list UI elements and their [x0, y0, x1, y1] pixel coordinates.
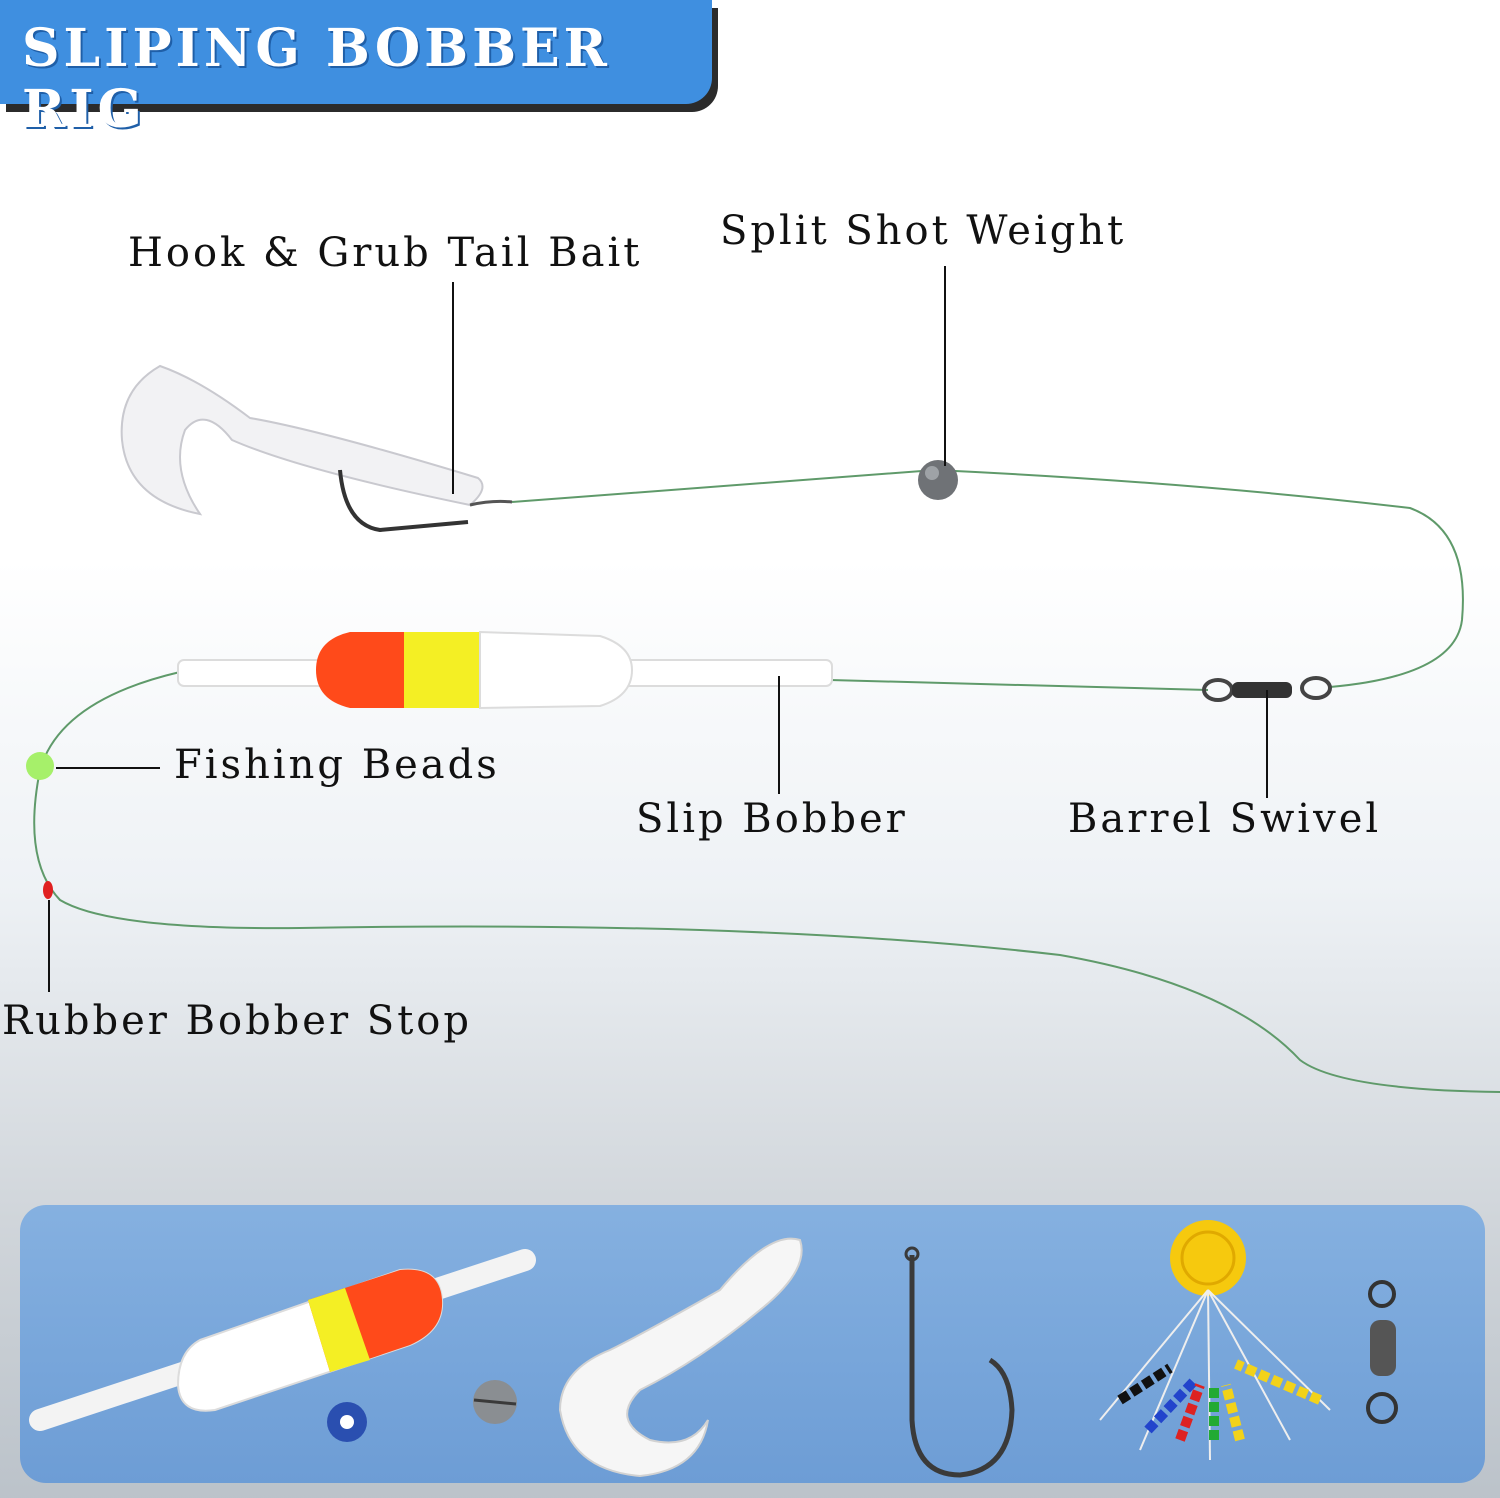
label-slip-bobber: Slip Bobber [636, 796, 908, 842]
leader-split-shot [944, 266, 946, 466]
panel-barrel-swivel-icon [1366, 1280, 1398, 1424]
panel-grub-icon [558, 1237, 803, 1478]
label-hook-bait: Hook & Grub Tail Bait [128, 230, 643, 276]
fishing-line-middle [829, 679, 1209, 691]
page-title: SLIPING BOBBER RIG [22, 18, 611, 140]
title-banner: SLIPING BOBBER RIG [0, 0, 712, 140]
leader-barrel-swivel [1266, 690, 1268, 798]
slip-bobber-icon [177, 630, 833, 710]
rubber-bobber-stop-icon [43, 881, 53, 899]
leader-hook-bait [452, 282, 454, 494]
label-barrel-swivel: Barrel Swivel [1068, 796, 1382, 842]
fishing-line-lower [33, 671, 1500, 1093]
grub-tail-bait-icon [120, 364, 513, 533]
fishing-bead-icon [26, 752, 54, 780]
panel-bobber-stops-icon [1099, 1220, 1331, 1461]
leader-slip-bobber [778, 676, 780, 794]
barrel-swivel-icon [1202, 676, 1332, 702]
leader-fishing-beads [56, 767, 160, 769]
panel-slip-bobber-icon [29, 1249, 536, 1431]
panel-hook-icon [909, 1255, 1015, 1478]
label-bobber-stop: Rubber Bobber Stop [2, 998, 472, 1044]
label-split-shot: Split Shot Weight [720, 208, 1127, 254]
fishing-line-upper [511, 468, 1464, 688]
leader-bobber-stop [48, 900, 50, 992]
label-fishing-beads: Fishing Beads [174, 742, 500, 788]
